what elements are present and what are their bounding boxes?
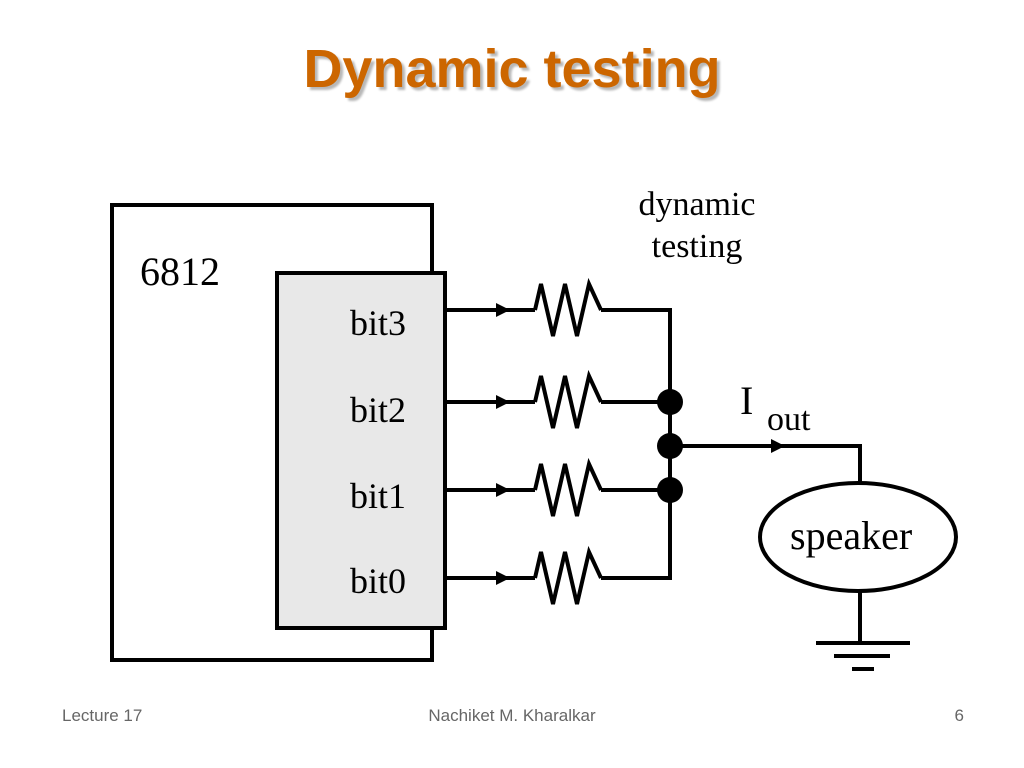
footer-author: Nachiket M. Kharalkar — [428, 706, 596, 725]
current-subscript: out — [767, 401, 811, 438]
annotation-line2: testing — [652, 228, 743, 265]
port-bit1-label: bit1 — [350, 476, 406, 516]
footer-page-number: 6 — [954, 706, 964, 725]
footer-lecture: Lecture 17 — [62, 706, 143, 725]
resistor-bit3 — [533, 277, 603, 337]
resistor-bit0 — [533, 545, 603, 605]
output-port-box — [275, 271, 447, 630]
slide-title: Dynamic testing — [303, 39, 721, 99]
annotation-line1: dynamic — [638, 186, 755, 223]
port-bit3-label: bit3 — [350, 303, 406, 343]
junction-dot — [657, 433, 683, 459]
junction-dot — [657, 389, 683, 415]
speaker-ellipse — [758, 481, 958, 593]
port-bit0-label: bit0 — [350, 561, 406, 601]
speaker-label: speaker — [790, 513, 912, 558]
resistor-bit1 — [533, 457, 603, 517]
microcontroller-label: 6812 — [140, 249, 220, 294]
current-symbol: I — [740, 378, 753, 423]
junction-dot — [657, 477, 683, 503]
port-bit2-label: bit2 — [350, 390, 406, 430]
resistor-bit2 — [533, 369, 603, 429]
